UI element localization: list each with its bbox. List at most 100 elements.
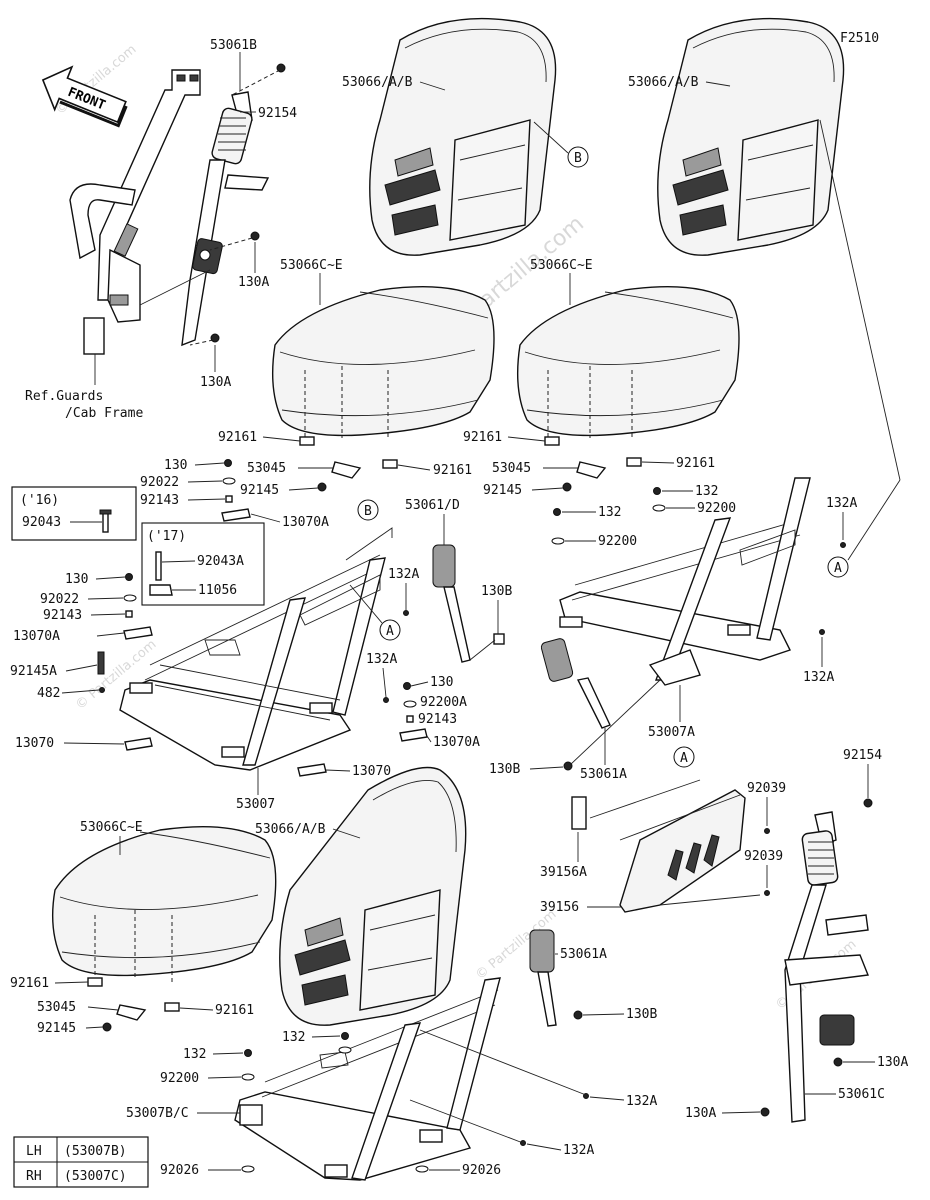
part-label: 13070 — [15, 736, 54, 751]
part-label: 53061C — [838, 1087, 885, 1102]
part-label: 92154 — [843, 748, 882, 763]
part-label: 53045 — [37, 1000, 76, 1015]
part-label: 130 — [430, 675, 453, 690]
rubber-mount — [124, 737, 153, 751]
part-label: 92145 — [240, 483, 279, 498]
reference-circle-b — [567, 146, 589, 168]
ref-note-line-2: /Cab Frame — [65, 406, 143, 421]
rubber-mount — [123, 626, 153, 640]
part-label: 53061/D — [405, 498, 460, 513]
part-label: 92200 — [697, 501, 736, 516]
legend-code: (53007C) — [64, 1169, 127, 1184]
part-label: 53066C~E — [530, 258, 593, 273]
part-label: 53045 — [492, 461, 531, 476]
part-label: 92200A — [420, 695, 467, 710]
part-label: 92145 — [483, 483, 522, 498]
rubber-mount — [297, 763, 327, 777]
part-label: 130A — [238, 275, 269, 290]
part-label: 132 — [183, 1047, 206, 1062]
ref-note-line-1: Ref.Guards — [25, 389, 103, 404]
part-label: 132A — [388, 567, 419, 582]
seat-panel-39156 — [619, 789, 746, 913]
year-16-box — [11, 486, 137, 541]
part-label: 92143 — [418, 712, 457, 727]
seat-back-top-right — [657, 17, 845, 256]
part-label: 13070A — [282, 515, 329, 530]
roll-guard-assembly — [69, 69, 201, 355]
seat-belt-assembly-right — [760, 798, 873, 1123]
buckle-center — [432, 544, 471, 663]
part-label: 53061B — [210, 38, 257, 53]
seat-panel-39156A — [571, 796, 587, 830]
part-label: 130B — [481, 584, 512, 599]
part-label: 92145 — [37, 1021, 76, 1036]
bolt-icon — [250, 231, 260, 241]
part-label: 130A — [200, 375, 231, 390]
reference-letter: B — [364, 504, 372, 519]
reference-circle-a — [827, 556, 849, 578]
part-label: 132 — [695, 484, 718, 499]
part-label: 132A — [803, 670, 834, 685]
part-label: 53066C~E — [80, 820, 143, 835]
part-label: 13070A — [13, 629, 60, 644]
seat-back-bottom — [279, 766, 467, 1026]
part-label: 92161 — [215, 1003, 254, 1018]
part-label: 92143 — [140, 493, 179, 508]
part-label: 53061A — [560, 947, 607, 962]
seat-cushion-bottom — [51, 825, 277, 985]
legend-side: LH — [26, 1144, 42, 1159]
part-label: 92039 — [744, 849, 783, 864]
part-label: 53007B/C — [126, 1106, 189, 1121]
part-label: 132 — [598, 505, 621, 520]
part-label: 53066/A/B — [342, 75, 413, 90]
legend-code: (53007B) — [64, 1144, 127, 1159]
part-label: 130A — [685, 1106, 716, 1121]
part-label: 53061A — [580, 767, 627, 782]
part-label: 53066C~E — [280, 258, 343, 273]
part-label: 92154 — [258, 106, 297, 121]
part-label: 130 — [164, 458, 187, 473]
reference-circle-a — [379, 619, 401, 641]
year-16-label: ('16) — [20, 493, 59, 508]
reference-circle-a — [673, 746, 695, 768]
part-label: 53066/A/B — [255, 822, 326, 837]
part-label: 92022 — [140, 475, 179, 490]
part-label: 92145A — [10, 664, 57, 679]
part-label: 92161 — [10, 976, 49, 991]
rubber-mount — [221, 508, 251, 522]
part-label: 92022 — [40, 592, 79, 607]
part-label: 92043A — [197, 554, 244, 569]
part-label: 92143 — [43, 608, 82, 623]
part-label: 13070 — [352, 764, 391, 779]
part-label: 92026 — [160, 1163, 199, 1178]
reference-letter: A — [680, 751, 688, 766]
part-label: 132A — [563, 1143, 594, 1158]
buckle-bottom — [529, 929, 557, 1027]
seat-frame-bottom — [234, 977, 501, 1181]
part-label: 132A — [826, 496, 857, 511]
part-label: 92161 — [218, 430, 257, 445]
legend-table: LH (53007B) RH (53007C) — [13, 1136, 149, 1188]
seat-cushion-left — [271, 285, 495, 440]
bolt-icon — [210, 333, 220, 343]
reference-letter: B — [574, 151, 582, 166]
reference-letter: A — [834, 561, 842, 576]
part-label: 39156A — [540, 865, 587, 880]
part-label: 53007A — [648, 725, 695, 740]
seat-back-top-center — [369, 17, 557, 256]
rubber-mount — [399, 728, 428, 742]
part-label: 13070A — [433, 735, 480, 750]
part-label: 92161 — [433, 463, 472, 478]
year-17-box — [141, 522, 265, 606]
year-17-label: ('17) — [147, 529, 186, 544]
part-label: 130B — [489, 762, 520, 777]
part-label: 53045 — [247, 461, 286, 476]
part-label: 92200 — [160, 1071, 199, 1086]
part-label: 132A — [366, 652, 397, 667]
diagram-code: F2510 — [840, 31, 879, 46]
part-label: 53007 — [236, 797, 275, 812]
part-label: 92026 — [462, 1163, 501, 1178]
part-label: 130A — [877, 1055, 908, 1070]
part-label: 92043 — [22, 515, 61, 530]
